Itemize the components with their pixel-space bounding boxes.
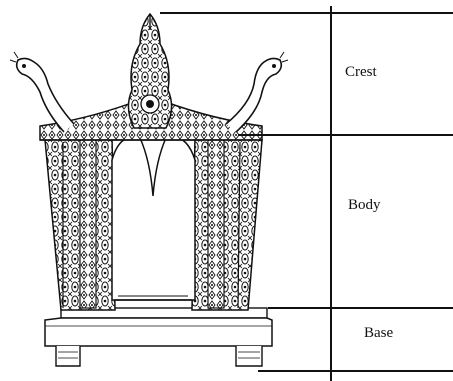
crest-body-divider — [238, 134, 453, 136]
shrine-illustration — [0, 0, 300, 381]
label-crest: Crest — [345, 64, 377, 81]
crest-roof — [10, 14, 288, 140]
body-frame — [45, 136, 262, 310]
crest-top-line — [160, 12, 453, 14]
label-base: Base — [364, 325, 393, 342]
label-body: Body — [348, 197, 381, 214]
label-column-divider — [330, 6, 332, 381]
base-platform — [45, 308, 272, 366]
base-bottom-line — [258, 370, 453, 372]
body-base-divider — [268, 307, 453, 309]
